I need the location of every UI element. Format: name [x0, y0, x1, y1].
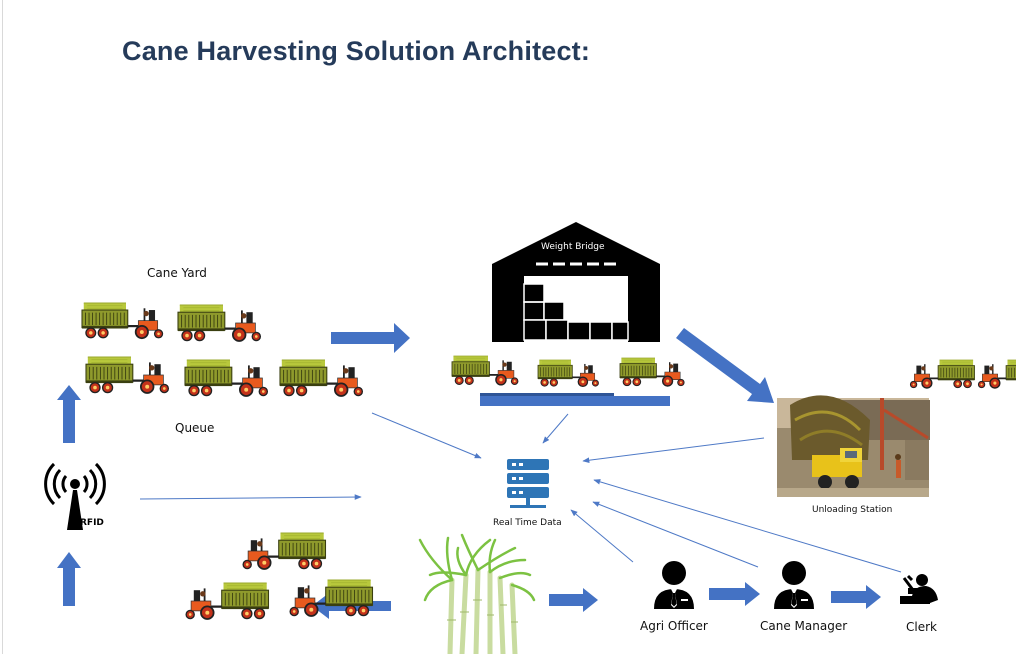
clerk-label: Clerk — [906, 620, 937, 634]
tractor-trailer-icon — [909, 359, 976, 389]
queue-label: Queue — [175, 421, 215, 435]
rfid-label: RFID — [80, 518, 104, 528]
weighbridge-platform — [480, 396, 670, 406]
tractor-trailer-icon — [451, 355, 519, 386]
flow-arrows — [57, 323, 881, 619]
real-time-data-label: Real Time Data — [493, 518, 562, 528]
tractor-trailer-icon — [977, 359, 1016, 389]
slide-border — [2, 0, 3, 654]
tractor-trailer-icon — [279, 359, 364, 397]
page-title: Cane Harvesting Solution Architect: — [122, 36, 591, 66]
rfid-antenna-icon — [44, 462, 106, 530]
tractor-trailer-icon — [537, 359, 600, 388]
tractor-trailer-icon — [619, 357, 685, 387]
tractor-trailer-icon — [185, 582, 270, 620]
cane-manager-label: Cane Manager — [760, 619, 848, 633]
sugarcane-icon — [418, 533, 536, 654]
tractor-trailer-icon — [177, 304, 262, 342]
person-tie-icon — [654, 561, 694, 609]
tractor-trailer-icon — [184, 359, 269, 397]
data-flow-lines — [139, 412, 902, 573]
warehouse-icon — [492, 222, 660, 342]
clerk-icon — [900, 574, 938, 604]
tractor-trailer-icon — [242, 532, 327, 570]
cane-yard-label: Cane Yard — [147, 266, 207, 280]
tractor-trailer-icon — [85, 356, 170, 394]
truck-photo-icon — [777, 395, 930, 497]
unloading-station-label: Unloading Station — [812, 505, 893, 515]
person-tie-icon — [774, 561, 814, 609]
tractor-trailer-icon — [81, 302, 164, 340]
agri-officer-label: Agri Officer — [640, 619, 708, 633]
server-icon — [507, 459, 549, 508]
weight-bridge-label: Weight Bridge — [541, 242, 605, 252]
